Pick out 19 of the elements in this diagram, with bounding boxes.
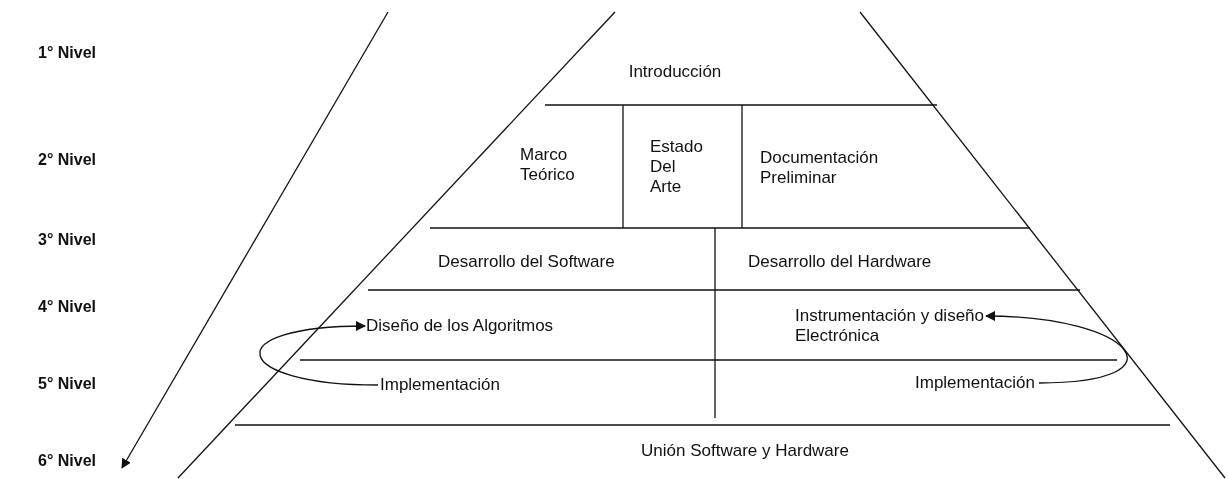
loop-arrow bbox=[985, 311, 1128, 384]
section-label: Estado Del Arte bbox=[650, 137, 704, 197]
section-label: Marco Teórico bbox=[520, 145, 576, 185]
level-label: 2° Nivel bbox=[38, 150, 96, 170]
level-label: 1° Nivel bbox=[38, 43, 96, 63]
section-label: Diseño de los Algoritmos bbox=[366, 316, 555, 336]
section-label: Instrumentación y diseño Electrónica bbox=[795, 306, 985, 346]
level-label: 3° Nivel bbox=[38, 230, 96, 250]
section-label: Implementación bbox=[915, 373, 1037, 393]
section-label: Introducción bbox=[600, 62, 750, 82]
level-label: 5° Nivel bbox=[38, 374, 96, 394]
level-label: 4° Nivel bbox=[38, 297, 96, 317]
section-label: Documentación Preliminar bbox=[760, 148, 880, 188]
level-label: 6° Nivel bbox=[38, 451, 96, 471]
loop-arrow bbox=[259, 321, 379, 386]
section-label: Desarrollo del Software bbox=[438, 252, 616, 272]
section-label: Desarrollo del Hardware bbox=[748, 252, 933, 272]
section-label: Unión Software y Hardware bbox=[580, 441, 910, 461]
section-label: Implementación bbox=[380, 375, 502, 395]
